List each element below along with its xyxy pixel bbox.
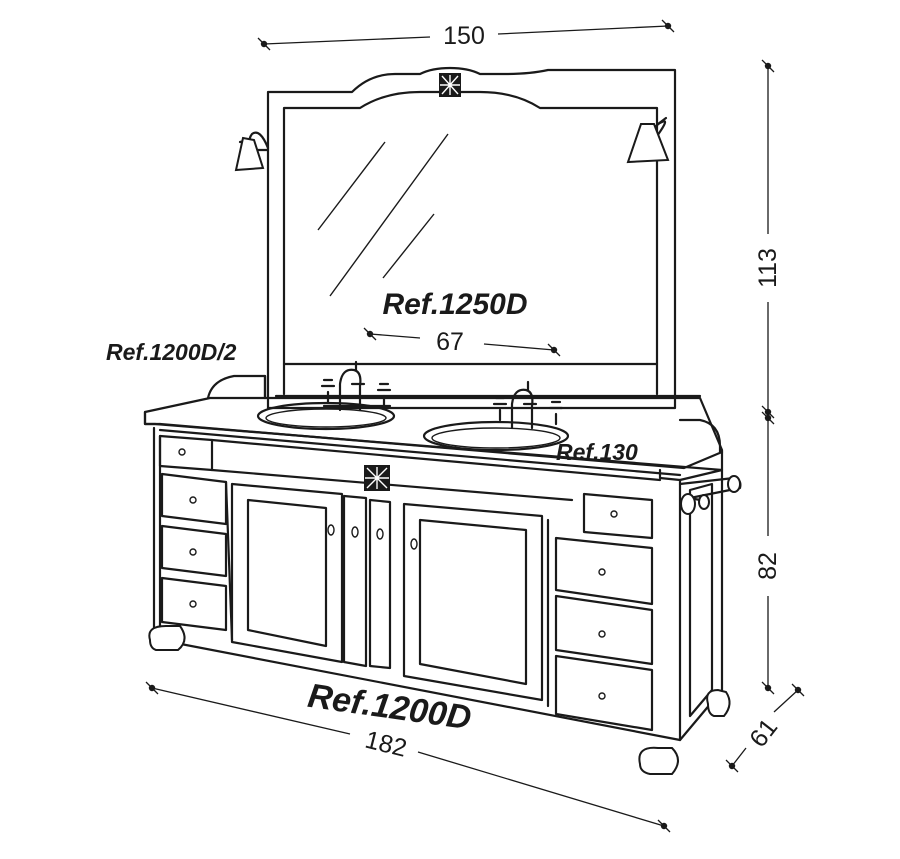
ref-towel-bar-label: Ref.130 <box>556 439 638 465</box>
mirror-ornament <box>439 73 461 97</box>
wall-lamp-left <box>234 131 270 172</box>
mirror <box>266 66 677 410</box>
basin-right <box>422 420 570 452</box>
dim-mirror-width: 150 <box>257 19 675 51</box>
dim-mirror-width-label: 150 <box>443 22 485 50</box>
faucet-left <box>320 360 392 412</box>
doors <box>230 482 544 702</box>
cabinet-side-panel <box>678 468 724 742</box>
dim-mirror-height-label: 113 <box>754 248 782 288</box>
left-drawers <box>160 448 228 632</box>
dim-vanity-width-label: 182 <box>362 726 409 763</box>
dim-vanity-width: 182 <box>145 681 671 833</box>
faucet-right <box>492 380 564 430</box>
dim-vanity-depth-label: 61 <box>744 713 783 752</box>
ref-mirror-label: Ref.1250D <box>382 288 527 321</box>
dim-vanity-height-label: 82 <box>754 552 782 580</box>
dim-vanity-depth: 61 <box>725 683 805 773</box>
ref-backsplash-label: Ref.1200D/2 <box>106 339 237 365</box>
vanity-cabinet <box>148 426 731 775</box>
dim-basin-spacing-label: 67 <box>436 328 464 356</box>
wall-lamp-right <box>626 116 670 164</box>
basin-left <box>256 401 396 431</box>
mirror-frame-outer <box>266 66 677 410</box>
countertop <box>143 396 724 477</box>
right-drawers <box>554 492 654 732</box>
ref-vanity-label: Ref.1200D <box>305 677 473 738</box>
dim-vanity-height: 82 <box>754 411 782 695</box>
center-ornament <box>364 465 390 491</box>
dim-basin-spacing: 67 <box>363 327 561 357</box>
mirror-frame-inner <box>282 90 659 366</box>
towel-bar <box>678 475 742 515</box>
dim-mirror-height: 113 <box>754 59 782 419</box>
cabinet-feet <box>148 625 731 775</box>
mirror-reflection-lines <box>317 133 449 297</box>
